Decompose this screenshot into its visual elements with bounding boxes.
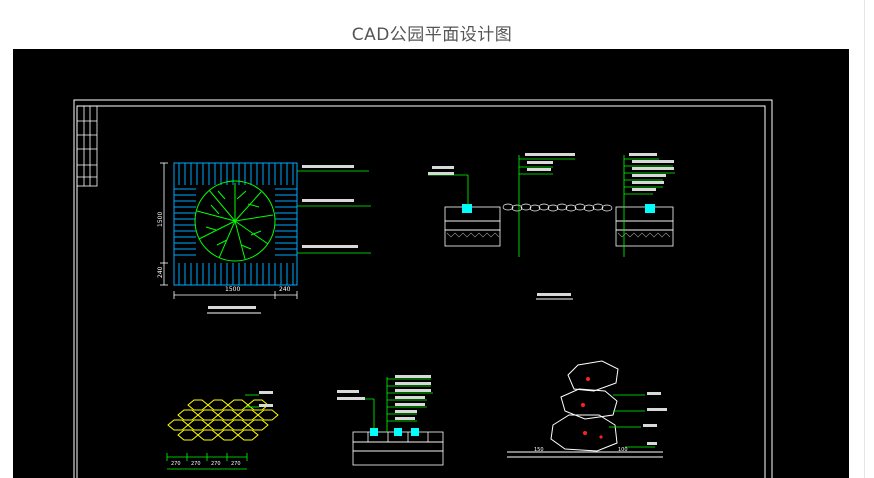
dim-tree-height: 1500 — [157, 212, 164, 227]
tree-canopy-symbol — [194, 180, 276, 262]
tree-pit-plan: 1500 240 1500 240 — [157, 162, 371, 314]
tree-pit-leaders — [297, 165, 371, 254]
tree-pit-caption — [208, 306, 256, 309]
dim-hex-1: 270 — [171, 461, 181, 467]
outer-frame — [73, 99, 773, 478]
pebble-chain — [502, 203, 613, 212]
dim-tree-width: 1500 — [225, 286, 240, 293]
edge-section-detail — [428, 153, 675, 300]
hex-paver-plan — [167, 399, 279, 441]
dim-hex-3: 270 — [211, 461, 221, 467]
inner-frame — [76, 105, 766, 478]
grate-top-slats — [178, 163, 294, 185]
page-title: CAD公园平面设计图 — [351, 25, 513, 45]
dim-hex-4: 270 — [231, 461, 241, 467]
cad-drawing-image: 1500 240 1500 240 — [13, 49, 849, 478]
edge-section-caption — [537, 293, 571, 296]
dim-tree-edge: 240 — [279, 286, 291, 293]
scrollbar-track[interactable] — [864, 0, 865, 478]
tree-pit-dimension-lines — [160, 162, 298, 299]
dim-rock-1: 150 — [534, 447, 544, 453]
cad-drawing-svg: 1500 240 1500 240 — [73, 99, 773, 478]
title-block-strip — [76, 105, 98, 187]
dim-rock-2: 100 — [618, 447, 628, 453]
grate-left-slats — [174, 188, 196, 256]
paving-section-detail — [337, 375, 444, 466]
grate-bottom-slats — [178, 263, 294, 285]
dim-tree-small: 240 — [157, 266, 164, 278]
dim-hex-2: 270 — [191, 461, 201, 467]
rock-elevation-detail: 150 100 — [507, 360, 667, 458]
grate-right-slats — [275, 188, 297, 256]
hex-paver-leaders: 270 270 270 270 — [166, 391, 273, 470]
